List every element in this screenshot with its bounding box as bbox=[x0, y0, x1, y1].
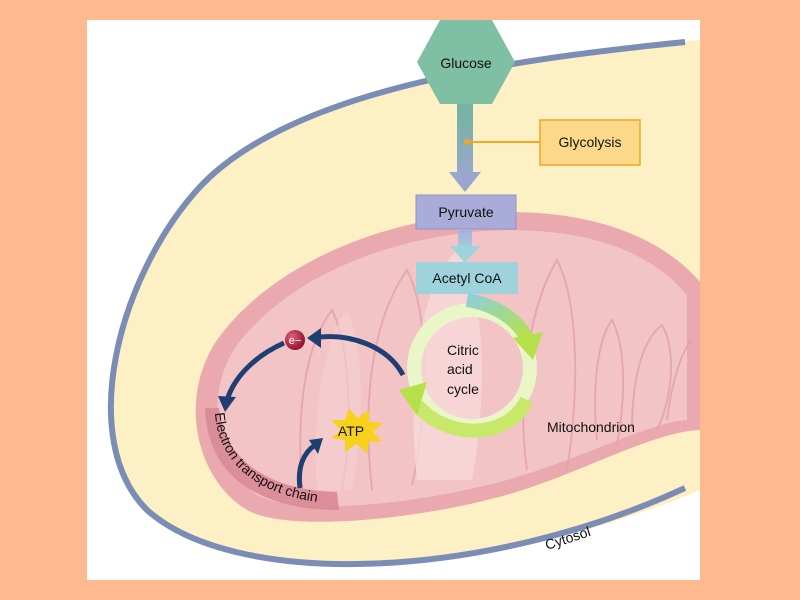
arrowhead-to-etc bbox=[218, 396, 236, 412]
glucose-hexagon bbox=[417, 20, 515, 104]
citric-acid-cycle-label-2: acid bbox=[447, 361, 473, 377]
arrow-etc-to-atp bbox=[296, 442, 317, 489]
etc-band bbox=[205, 408, 339, 510]
glycolysis-box bbox=[539, 119, 641, 166]
citric-acid-cycle-label-1: Citric bbox=[447, 342, 479, 358]
glycolysis-arrow-head bbox=[449, 172, 481, 192]
glycolysis-label: Glycolysis bbox=[558, 134, 621, 150]
cycle-arrowhead-left bbox=[399, 382, 427, 415]
arrowhead-to-electron bbox=[307, 328, 321, 348]
glycolysis-connector-dot bbox=[464, 139, 470, 145]
arrowhead-to-atp bbox=[309, 438, 323, 454]
glucose-label: Glucose bbox=[440, 55, 492, 71]
acetyl-coa-box bbox=[416, 262, 518, 294]
pyruvate-box bbox=[415, 194, 517, 230]
cellular-respiration-diagram: Glucose Glycolysis Pyruvate Acetyl CoA C… bbox=[107, 20, 700, 568]
cycle-arrow-top-right bbox=[465, 293, 534, 342]
glycolysis-arrow-shaft bbox=[457, 100, 473, 175]
citric-acid-cycle-label-3: cycle bbox=[447, 381, 479, 397]
cell-membrane bbox=[107, 39, 687, 568]
diagram-panel: Glucose Glycolysis Pyruvate Acetyl CoA C… bbox=[87, 20, 700, 580]
atp-star-icon bbox=[331, 408, 383, 454]
pyruvate-arrow-head bbox=[450, 246, 480, 263]
arrow-cycle-to-electron bbox=[311, 334, 406, 377]
cycle-arrow-bottom-left bbox=[411, 396, 534, 438]
cycle-arrowhead-right bbox=[513, 332, 543, 360]
arrow-electron-to-etc bbox=[224, 340, 286, 401]
mitochondrion-label: Mitochondrion bbox=[547, 419, 635, 435]
acetyl-coa-label: Acetyl CoA bbox=[432, 270, 502, 286]
electron-icon bbox=[285, 330, 305, 350]
atp-label: ATP bbox=[338, 423, 364, 439]
pyruvate-arrow-shaft bbox=[458, 229, 472, 249]
pyruvate-label: Pyruvate bbox=[438, 204, 493, 220]
electron-label: e− bbox=[289, 335, 302, 347]
